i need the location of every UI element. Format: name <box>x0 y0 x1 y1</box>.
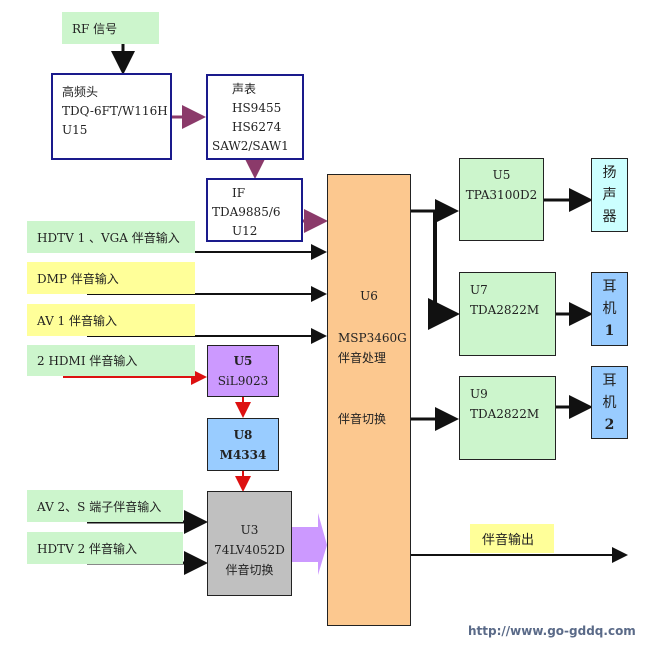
speaker-output: 扬 声 器 <box>591 158 628 232</box>
hp1-char-2: 机 <box>602 301 617 317</box>
saw-part-1: HS9455 <box>232 101 282 115</box>
processor-function-2: 伴音切换 <box>338 412 387 426</box>
saw-part-3: SAW2/SAW1 <box>212 139 289 153</box>
tuner-block: 高频头 TDQ-6FT/W116H U15 <box>51 73 172 160</box>
speaker-amp-model: TPA3100D2 <box>465 188 538 202</box>
audio-switch-block: U3 74LV4052D 伴音切换 <box>207 491 292 596</box>
audio-output-text: 伴音输出 <box>482 533 535 548</box>
hdtv2-input-label: HDTV 2 伴音输入 <box>27 532 183 564</box>
hp1-amp-ref: U7 <box>470 283 488 297</box>
dmp-input-label: DMP 伴音输入 <box>27 262 195 294</box>
hdmi-receiver-model: SiL9023 <box>217 374 269 388</box>
tuner-ref: U15 <box>62 123 88 137</box>
if-title: IF <box>232 186 246 200</box>
hdmi-receiver-ref: U5 <box>233 354 253 368</box>
processor-function-1: 伴音处理 <box>338 351 387 365</box>
hdmi2-input-text: 2 HDMI 伴音输入 <box>37 354 138 368</box>
wire-main-to-hp1-amp <box>428 211 460 330</box>
switch-model: 74LV4052D <box>214 543 285 557</box>
headphone1-amp-block: U7 TDA2822M <box>459 272 556 356</box>
speaker-amp-ref: U5 <box>492 168 511 182</box>
hp2-char-1: 耳 <box>602 372 617 389</box>
hp1-char-1: 耳 <box>602 279 617 295</box>
av2-s-input-text: AV 2、S 端子伴音输入 <box>37 499 162 514</box>
hp1-char-3: 1 <box>604 323 615 339</box>
if-ref: U12 <box>232 224 258 238</box>
headphone1-output: 耳 机 1 <box>591 272 628 346</box>
hp2-amp-ref: U9 <box>470 387 488 401</box>
headphone2-output: 耳 机 2 <box>591 366 628 439</box>
u8-model: M4334 <box>219 448 267 462</box>
tuner-model: TDQ-6FT/W116H <box>62 104 168 118</box>
av1-input-label: AV 1 伴音输入 <box>27 304 195 336</box>
av1-input-text: AV 1 伴音输入 <box>37 313 117 328</box>
switch-function: 伴音切换 <box>225 563 274 577</box>
if-block: IF TDA9885/6 U12 <box>206 178 303 242</box>
u8-ref: U8 <box>233 428 253 442</box>
hp1-amp-model: TDA2822M <box>470 303 540 317</box>
source-url: http://www.go-gddq.com <box>468 624 636 638</box>
hdmi2-input-label: 2 HDMI 伴音输入 <box>27 345 195 376</box>
hdtv2-input-text: HDTV 2 伴音输入 <box>37 541 138 556</box>
audio-output-label: 伴音输出 <box>470 524 554 553</box>
processor-ref: U6 <box>360 289 378 303</box>
hdmi-receiver-block: U5 SiL9023 <box>207 345 279 397</box>
bus-arrow-switch-to-main <box>292 513 327 575</box>
if-model: TDA9885/6 <box>212 205 281 219</box>
hp2-char-2: 机 <box>602 394 617 411</box>
av2-s-input-label: AV 2、S 端子伴音输入 <box>27 490 183 522</box>
speaker-char-2: 声 <box>602 187 617 203</box>
saw-title: 声表 <box>232 82 257 96</box>
saw-filter-block: 声表 HS9455 HS6274 SAW2/SAW1 <box>206 74 304 160</box>
rf-signal-text: RF 信号 <box>72 21 118 36</box>
hp2-char-3: 2 <box>604 416 615 433</box>
speaker-char-3: 器 <box>602 209 617 225</box>
u8-block: U8 M4334 <box>207 418 279 471</box>
dmp-input-text: DMP 伴音输入 <box>37 271 119 286</box>
speaker-amp-block: U5 TPA3100D2 <box>459 158 544 241</box>
rf-signal-label: RF 信号 <box>62 12 159 44</box>
hdtv1-vga-input-label: HDTV 1 、VGA 伴音输入 <box>27 221 195 253</box>
processor-model: MSP3460G <box>338 331 407 345</box>
headphone2-amp-block: U9 TDA2822M <box>459 376 556 460</box>
speaker-char-1: 扬 <box>602 165 617 181</box>
switch-ref: U3 <box>240 523 259 537</box>
tuner-title: 高频头 <box>62 85 99 99</box>
hp2-amp-model: TDA2822M <box>470 407 540 421</box>
audio-processor-block: U6 MSP3460G 伴音处理 伴音切换 <box>327 174 411 626</box>
hdtv1-vga-input-text: HDTV 1 、VGA 伴音输入 <box>37 230 180 245</box>
saw-part-2: HS6274 <box>232 120 282 134</box>
